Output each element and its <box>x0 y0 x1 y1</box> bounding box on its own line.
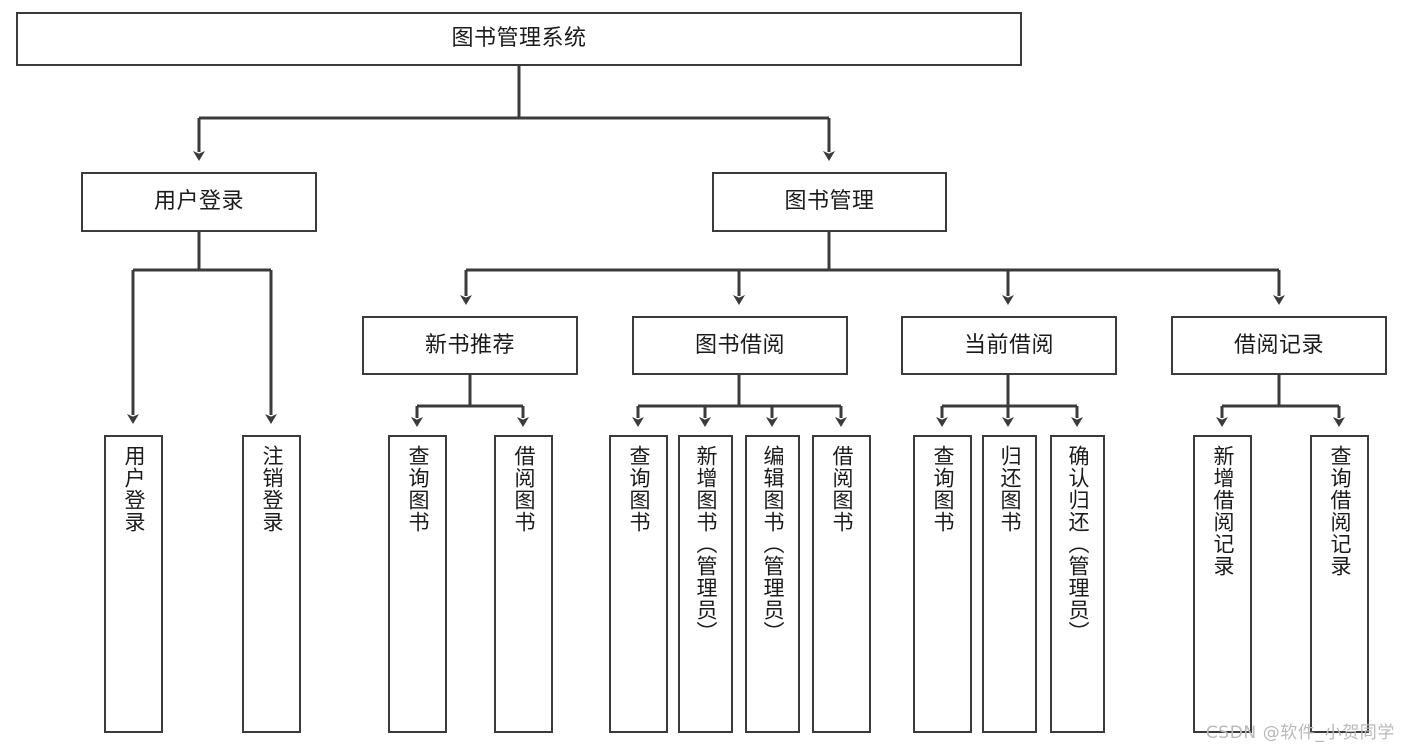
leaf-logout[interactable]: 注销登录 <box>242 435 301 733</box>
leaf-borrow-book[interactable]: 借阅图书 <box>812 435 871 733</box>
node-label: 新书推荐 <box>424 332 515 358</box>
leaf-query-book-recommend[interactable]: 查询图书 <box>388 435 447 733</box>
node-current-borrow[interactable]: 当前借阅 <box>901 316 1117 375</box>
node-book-borrow[interactable]: 图书借阅 <box>632 316 848 375</box>
node-label: 确认归还（管理员） <box>1065 445 1090 643</box>
leaf-add-borrow-record[interactable]: 新增借阅记录 <box>1193 435 1252 733</box>
node-label: 查询图书 <box>930 445 955 533</box>
leaf-user-login[interactable]: 用户登录 <box>104 435 163 733</box>
watermark: CSDN @软件_小贺同学 <box>1205 723 1395 743</box>
leaf-add-book-admin[interactable]: 新增图书（管理员） <box>678 435 733 733</box>
node-label: 当前借阅 <box>963 332 1054 358</box>
node-label: 图书管理 <box>784 189 875 215</box>
node-label: 新增图书（管理员） <box>693 445 718 643</box>
leaf-return-book[interactable]: 归还图书 <box>982 435 1037 733</box>
node-label: 用户登录 <box>121 445 146 533</box>
node-label: 借阅记录 <box>1233 332 1324 358</box>
node-label: 注销登录 <box>259 445 284 533</box>
node-label: 图书管理系统 <box>451 26 587 52</box>
node-book-management[interactable]: 图书管理 <box>712 172 947 232</box>
node-label: 归还图书 <box>997 445 1022 533</box>
node-label: 编辑图书（管理员） <box>760 445 785 643</box>
node-label: 图书借阅 <box>694 332 785 358</box>
leaf-query-book-borrow[interactable]: 查询图书 <box>609 435 668 733</box>
node-new-book-recommend[interactable]: 新书推荐 <box>362 316 578 375</box>
node-label: 新增借阅记录 <box>1210 445 1235 577</box>
leaf-confirm-return-admin[interactable]: 确认归还（管理员） <box>1050 435 1105 733</box>
node-label: 用户登录 <box>153 189 244 215</box>
leaf-query-book-current[interactable]: 查询图书 <box>913 435 972 733</box>
node-label: 查询图书 <box>405 445 430 533</box>
node-user-login[interactable]: 用户登录 <box>81 172 317 232</box>
node-label: 借阅图书 <box>511 445 536 533</box>
node-label: 查询借阅记录 <box>1327 445 1352 577</box>
leaf-query-borrow-record[interactable]: 查询借阅记录 <box>1310 435 1369 733</box>
leaf-borrow-book-recommend[interactable]: 借阅图书 <box>494 435 553 733</box>
node-root-system[interactable]: 图书管理系统 <box>16 12 1022 66</box>
node-label: 借阅图书 <box>829 445 854 533</box>
node-borrow-records[interactable]: 借阅记录 <box>1171 316 1387 375</box>
leaf-edit-book-admin[interactable]: 编辑图书（管理员） <box>745 435 800 733</box>
node-label: 查询图书 <box>626 445 651 533</box>
